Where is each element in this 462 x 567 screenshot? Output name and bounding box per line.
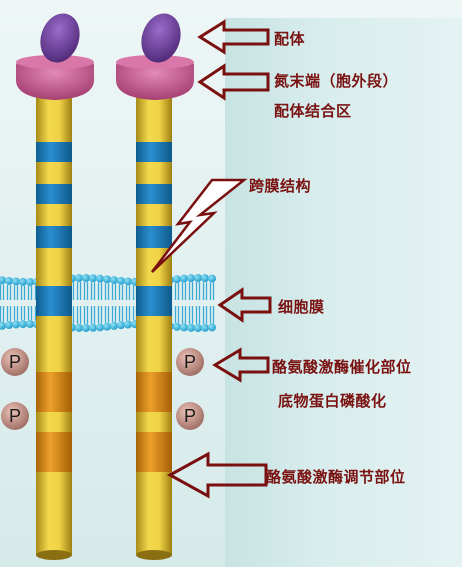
label-transmembrane: 跨膜结构 — [249, 177, 312, 195]
label-cell-membrane: 细胞膜 — [278, 298, 325, 316]
receptor-right — [136, 95, 172, 560]
svg-text:P: P — [184, 406, 196, 426]
cell-membrane — [0, 274, 216, 332]
ligand-left — [40, 13, 80, 63]
label-ligand-binding-region: 配体结合区 — [274, 102, 352, 120]
label-kinase-catalytic: 酪氨酸激酶催化部位 — [272, 358, 412, 376]
receptor-left — [36, 95, 72, 560]
arrow-kinase-regulatory — [166, 451, 268, 499]
ligand-right — [141, 13, 181, 63]
label-substrate-phosphorylation: 底物蛋白磷酸化 — [278, 392, 387, 410]
label-ligand: 配体 — [274, 30, 306, 48]
phosphate-left-lower: P — [1, 402, 29, 430]
arrow-binding-domain — [197, 63, 270, 101]
phosphate-right-upper: P — [176, 348, 204, 376]
label-kinase-regulatory: 酪氨酸激酶调节部位 — [266, 468, 406, 486]
label-n-terminal: 氮末端（胞外段） — [274, 72, 399, 90]
lightning-bolt-icon — [151, 178, 248, 273]
phosphate-left-upper: P — [1, 348, 29, 376]
phosphate-right-lower: P — [176, 402, 204, 430]
svg-text:P: P — [9, 352, 21, 372]
arrow-kinase-catalytic — [212, 347, 270, 383]
arrow-ligand — [197, 19, 270, 55]
svg-text:P: P — [9, 406, 21, 426]
arrow-cell-membrane — [217, 287, 272, 323]
svg-text:P: P — [184, 352, 196, 372]
